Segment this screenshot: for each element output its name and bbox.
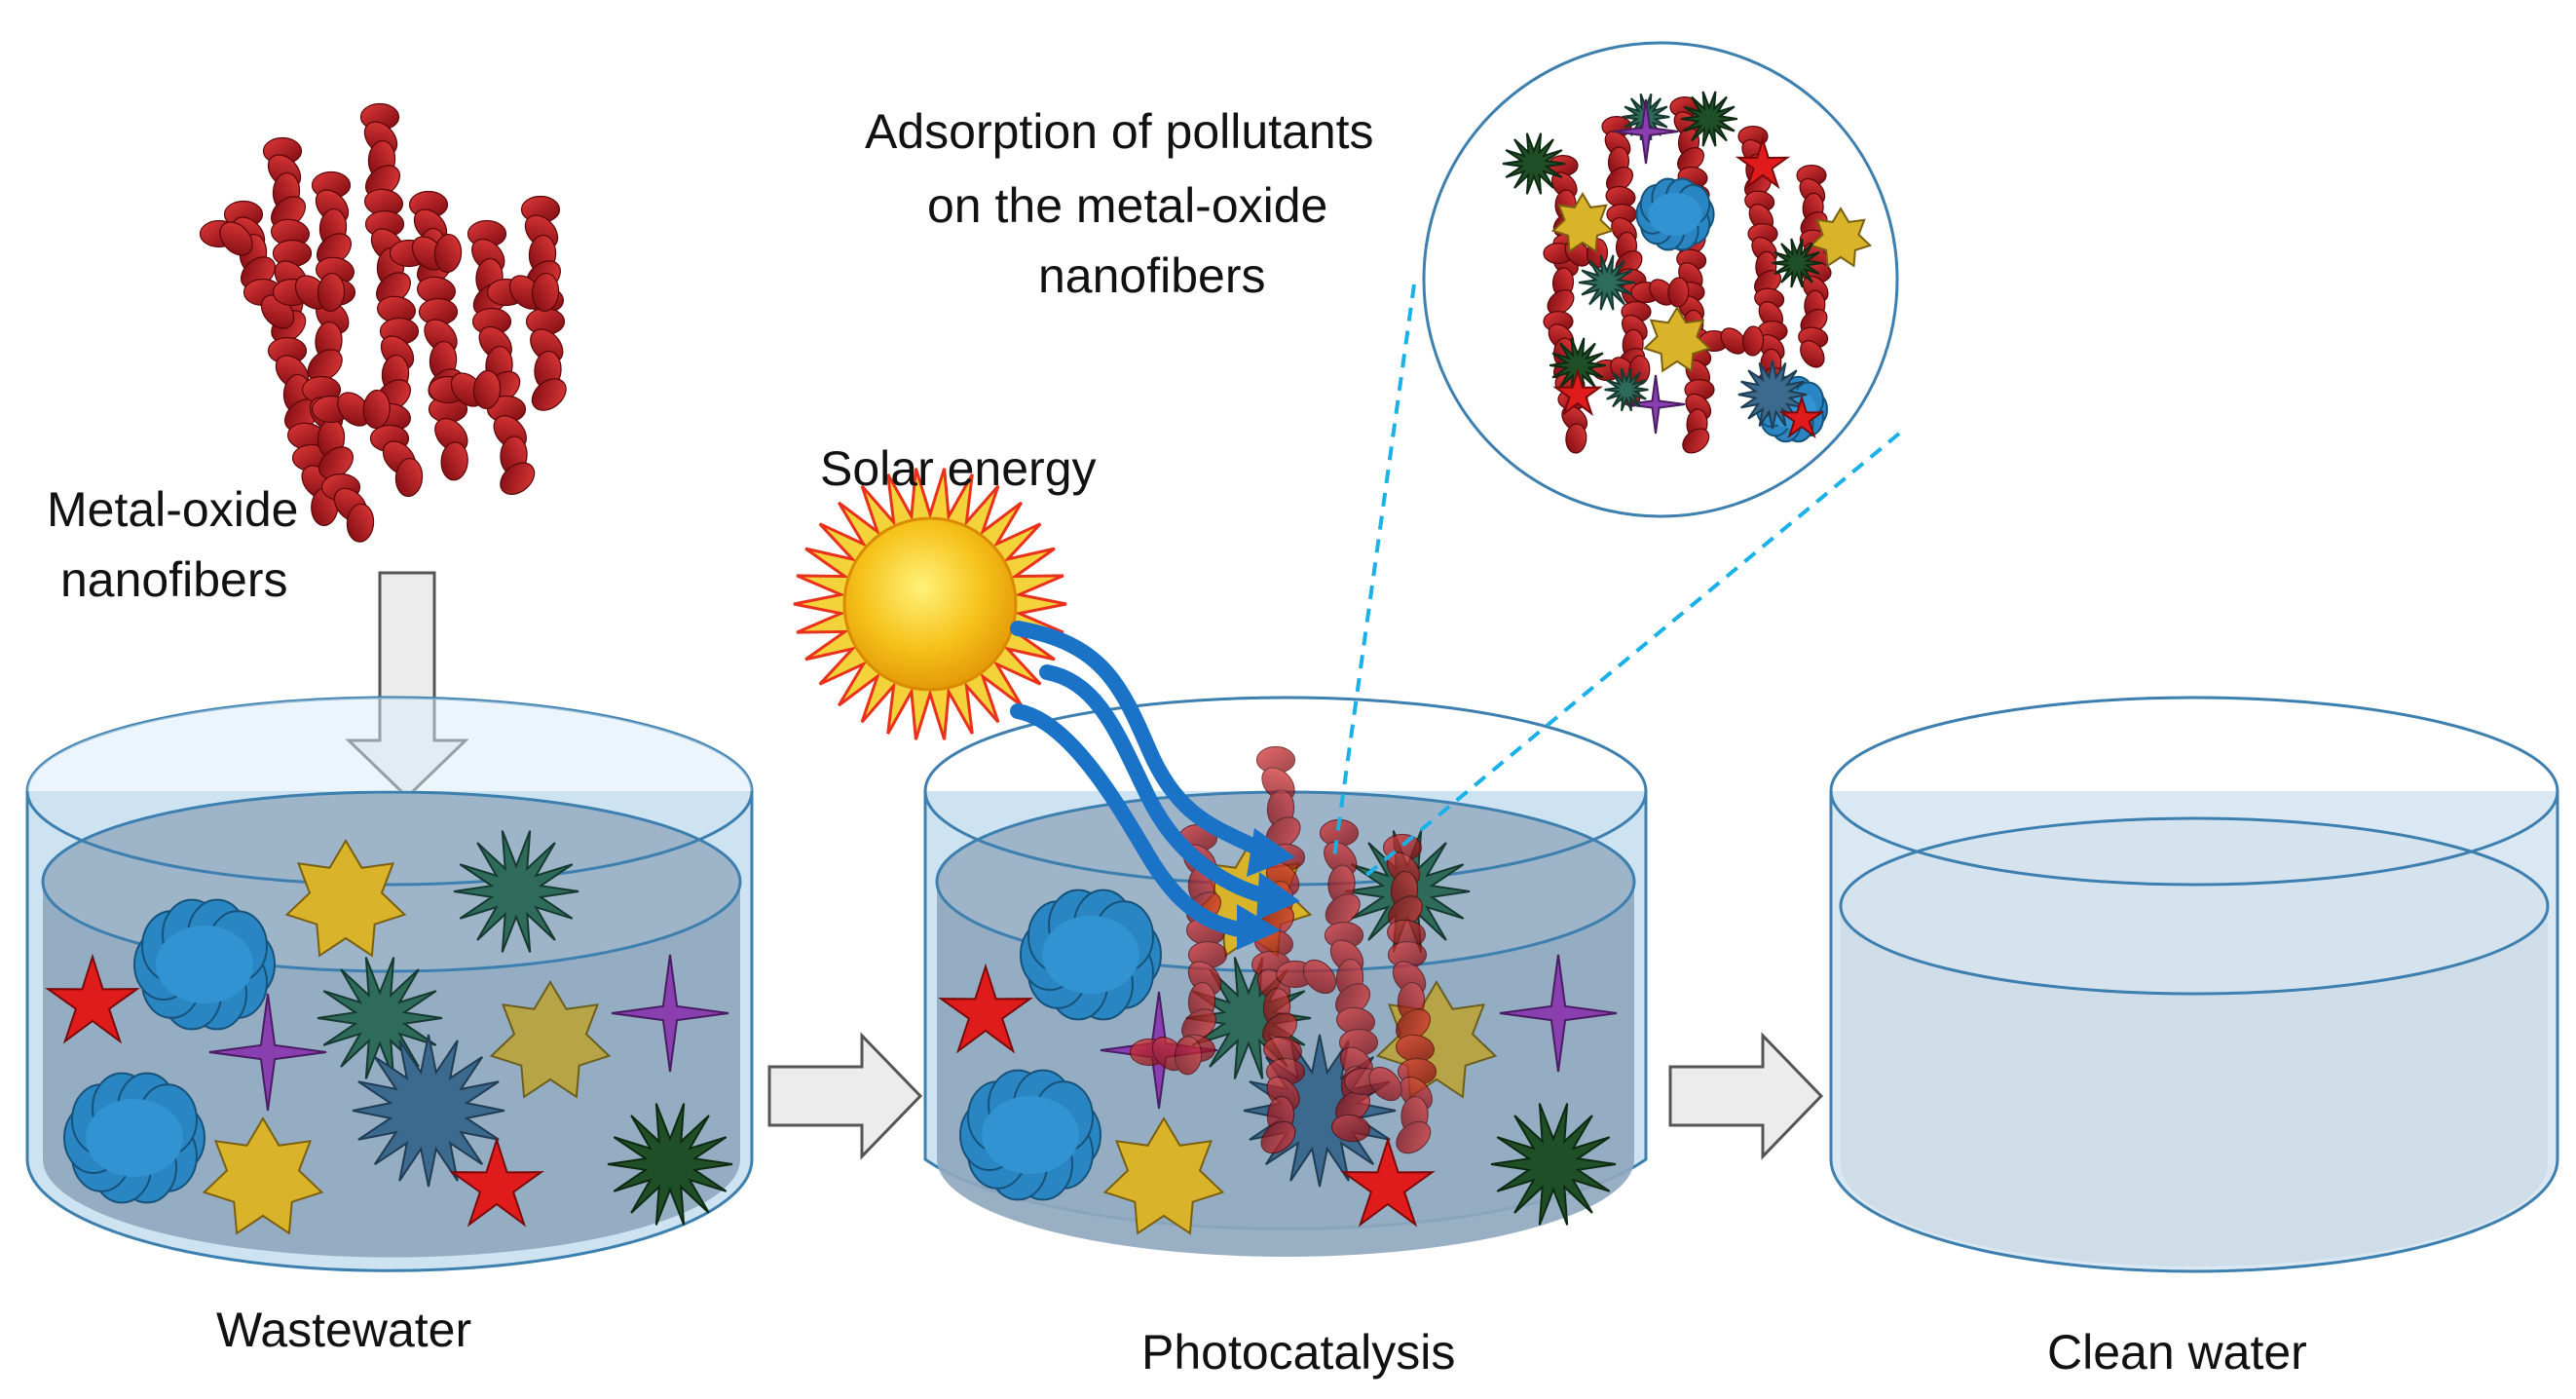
green-spiky-pollutant xyxy=(1772,238,1822,288)
purple-star-pollutant xyxy=(1625,374,1686,435)
red-star-pollutant xyxy=(938,963,1033,1054)
light-arrows xyxy=(1010,621,1274,938)
right-arrow-icon xyxy=(1668,1032,1824,1160)
right-arrow-icon xyxy=(767,1032,923,1160)
nanofiber-bead xyxy=(1330,1114,1371,1143)
blue-spiky-pollutant xyxy=(352,1034,505,1188)
gold-star-pollutant xyxy=(1550,192,1615,253)
nanofiber-bead xyxy=(1396,1008,1431,1041)
nanofiber-bead xyxy=(1368,1066,1402,1102)
green-spiky-pollutant xyxy=(1549,337,1606,394)
nanofiber-bead xyxy=(440,441,468,481)
blue-flower-pollutant xyxy=(1020,889,1162,1021)
flower-core xyxy=(156,926,253,1003)
nanofiber-bead xyxy=(1260,1120,1296,1154)
gold-star-pollutant xyxy=(1642,305,1712,373)
green-spiky-pollutant xyxy=(1490,1103,1617,1226)
red-star-pollutant xyxy=(1735,136,1791,190)
purple-star-pollutant xyxy=(208,993,327,1112)
purple-star-pollutant xyxy=(611,954,729,1073)
red-star-pollutant xyxy=(45,953,140,1044)
olive-star-pollutant xyxy=(489,980,612,1099)
flower-core xyxy=(1648,193,1702,236)
stage-label-photocatalysis: Photocatalysis xyxy=(1141,1325,1455,1380)
nanofiber-bead xyxy=(1741,325,1765,357)
nanofiber-bead xyxy=(1174,1036,1203,1076)
nanofiber-bead xyxy=(1547,288,1575,316)
zoom-circle xyxy=(1422,41,1899,518)
teal-spiky-pollutant xyxy=(1604,367,1649,412)
green-spiky-pollutant xyxy=(1681,91,1737,147)
green-spiky-pollutant xyxy=(607,1103,733,1226)
nanofiber-bead xyxy=(1800,340,1825,368)
nanofibers-label-line1: Metal-oxide xyxy=(47,482,298,537)
gold-star-pollutant xyxy=(1809,207,1873,268)
red-star-pollutant xyxy=(1340,1136,1436,1228)
nanofiber-bead xyxy=(1682,428,1710,454)
adsorption-label-line2: on the metal-oxide xyxy=(927,178,1327,233)
red-star-pollutant xyxy=(1552,367,1603,417)
red-star-pollutant xyxy=(1778,395,1825,439)
sun-icon xyxy=(793,468,1067,740)
photocatalysis-container xyxy=(923,696,1648,1257)
flower-core xyxy=(1042,916,1139,994)
nanofibers-label-line2: nanofibers xyxy=(60,552,288,607)
pollutants-group xyxy=(45,830,733,1235)
wastewater-container xyxy=(25,696,754,1272)
flower-core xyxy=(86,1099,183,1177)
green-spiky-pollutant xyxy=(1502,132,1566,195)
nanofiber-bead xyxy=(1396,1120,1432,1154)
nanofiber-bead xyxy=(317,272,346,313)
clean-water-container xyxy=(1829,696,2559,1273)
nanofiber-bead xyxy=(346,503,375,543)
blue-flower-pollutant xyxy=(959,1069,1101,1201)
nanofiber-bead xyxy=(1325,892,1361,926)
nanofiber-bead xyxy=(472,369,502,410)
solar-energy-label: Solar energy xyxy=(820,441,1097,496)
teal-spiky-pollutant xyxy=(1579,254,1635,311)
gold-star-pollutant xyxy=(202,1116,324,1235)
stage-label-wastewater: Wastewater xyxy=(216,1303,471,1357)
nanofiber-bead xyxy=(318,446,354,479)
nanofiber-bead xyxy=(1720,327,1747,355)
purple-star-pollutant xyxy=(1613,98,1679,165)
nanofiber-bead xyxy=(1565,423,1587,454)
zoom-lines xyxy=(1332,284,1901,884)
nanofiber-bead xyxy=(531,378,567,411)
nanofiber-bead xyxy=(362,389,391,430)
light-arrow-heads xyxy=(1237,828,1300,950)
blue-flower-pollutant xyxy=(1635,177,1715,251)
gold-star-pollutant xyxy=(1102,1116,1225,1235)
nanofibers-cluster xyxy=(199,102,567,543)
nanofiber-bead xyxy=(500,462,536,496)
blue-flower-pollutant xyxy=(63,1072,205,1204)
stage-label-clean-water: Clean water xyxy=(2047,1325,2307,1380)
red-star-pollutant xyxy=(449,1136,544,1228)
nanofiber-bead xyxy=(1302,959,1337,995)
teal-spiky-pollutant xyxy=(453,830,579,953)
teal-spiky-pollutant xyxy=(317,957,443,1079)
nanofiber-bead xyxy=(531,272,560,313)
adsorption-label-line3: nanofibers xyxy=(1038,248,1266,303)
nanofiber-bead xyxy=(219,221,253,256)
blue-flower-pollutant xyxy=(133,898,276,1031)
gold-star-pollutant xyxy=(284,839,407,958)
blue-spiky-pollutant xyxy=(1243,1034,1397,1188)
nanofiber-bead xyxy=(307,349,343,382)
purple-star-pollutant xyxy=(1499,954,1618,1073)
nanofiber-bead xyxy=(433,233,463,274)
adsorption-label-line1: Adsorption of pollutants xyxy=(865,104,1374,159)
flower-core xyxy=(982,1096,1079,1174)
nanofiber-bead xyxy=(394,457,424,498)
